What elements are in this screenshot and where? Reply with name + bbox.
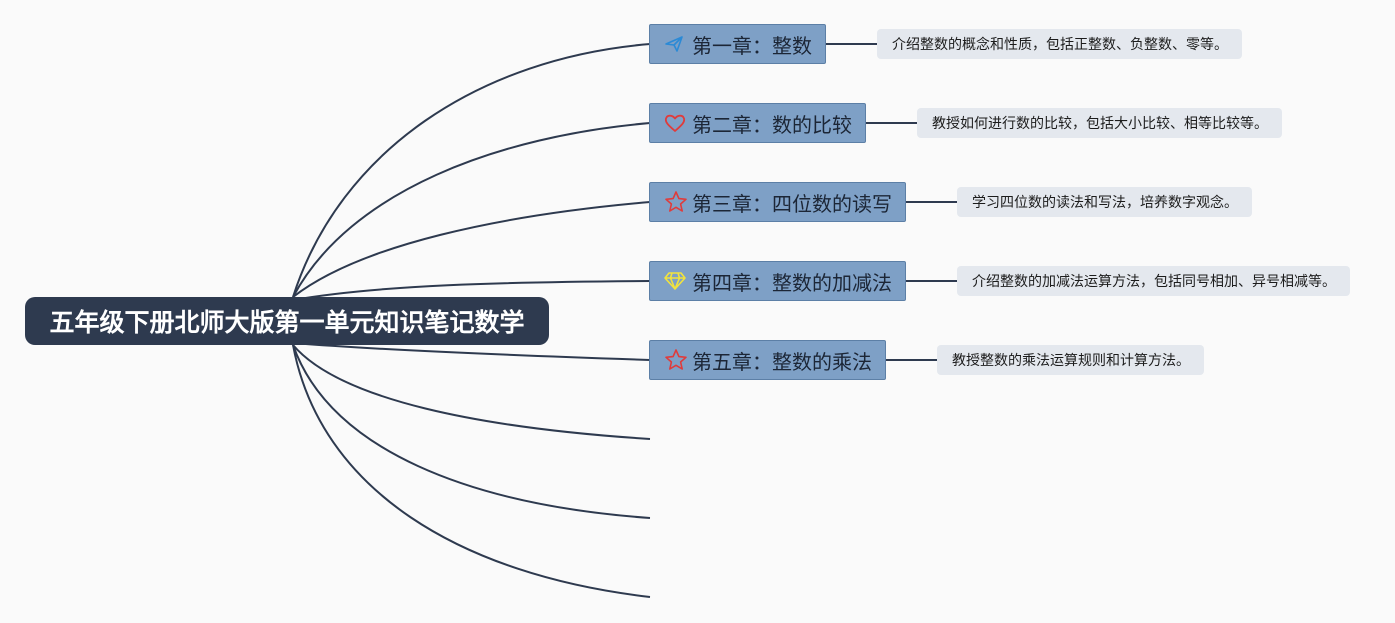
root-topic-label: 五年级下册北师大版第一单元知识笔记数学 (49, 308, 525, 337)
chapter-topic-3[interactable]: 第三章：四位数的读写 (649, 182, 906, 222)
chapter-3-description-text: 学习四位数的读法和写法，培养数字观念。 (972, 195, 1238, 211)
chapter-4-description[interactable]: 介绍整数的加减法运算方法，包括同号相加、异号相减等。 (957, 266, 1350, 296)
branch-connector-8 (292, 344, 651, 598)
chapter-topic-3-label: 第三章：四位数的读写 (692, 191, 892, 216)
chapter-topic-5[interactable]: 第五章：整数的乘法 (649, 340, 886, 380)
chapter-3-description[interactable]: 学习四位数的读法和写法，培养数字观念。 (957, 187, 1252, 217)
branch-connector-4 (292, 280, 651, 301)
branch-connector-1 (292, 43, 651, 298)
chapter-1-description-text: 介绍整数的概念和性质，包括正整数、负整数、零等。 (892, 37, 1228, 53)
chapter-5-description-text: 教授整数的乘法运算规则和计算方法。 (952, 353, 1190, 369)
paper-plane-icon (664, 31, 692, 57)
star-icon (664, 189, 692, 215)
branch-connector-3 (292, 201, 651, 298)
chapter-topic-2[interactable]: 第二章：数的比较 (649, 103, 866, 143)
chapter-2-description-text: 教授如何进行数的比较，包括大小比较、相等比较等。 (932, 116, 1268, 132)
root-topic[interactable]: 五年级下册北师大版第一单元知识笔记数学 (25, 297, 549, 345)
branch-connector-7 (292, 344, 651, 519)
chapter-4-description-text: 介绍整数的加减法运算方法，包括同号相加、异号相减等。 (972, 274, 1336, 290)
branch-connector-6 (292, 344, 651, 440)
chapter-topic-4-label: 第四章：整数的加减法 (692, 270, 892, 295)
chapter-2-description[interactable]: 教授如何进行数的比较，包括大小比较、相等比较等。 (917, 108, 1282, 138)
branch-connector-5 (292, 342, 651, 361)
heart-icon (664, 110, 692, 136)
chapter-5-description[interactable]: 教授整数的乘法运算规则和计算方法。 (937, 345, 1204, 375)
chapter-topic-1-label: 第一章：整数 (692, 33, 812, 58)
chapter-topic-4[interactable]: 第四章：整数的加减法 (649, 261, 906, 301)
chapter-1-description[interactable]: 介绍整数的概念和性质，包括正整数、负整数、零等。 (877, 29, 1242, 59)
chapter-topic-2-label: 第二章：数的比较 (692, 112, 852, 137)
chapter-topic-5-label: 第五章：整数的乘法 (692, 349, 872, 374)
branch-connector-2 (292, 122, 651, 298)
diamond-icon (664, 268, 692, 294)
chapter-topic-1[interactable]: 第一章：整数 (649, 24, 826, 64)
star-icon (664, 347, 692, 373)
